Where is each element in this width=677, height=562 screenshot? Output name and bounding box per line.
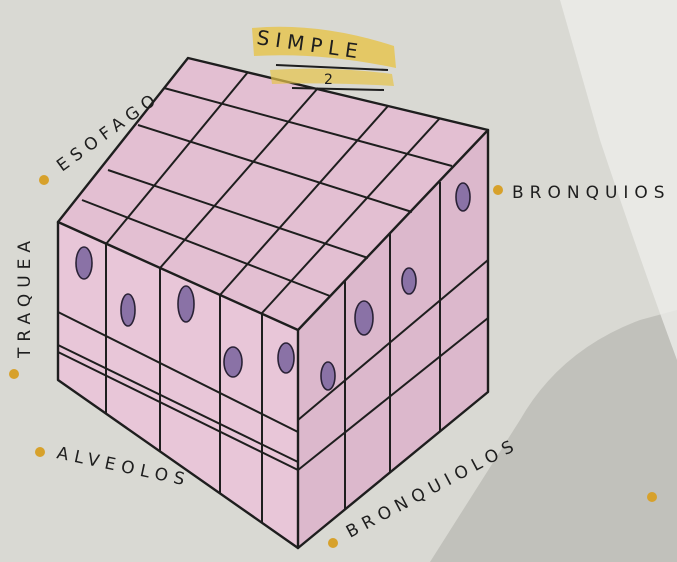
bullet-dot — [493, 185, 503, 195]
bullet-dot — [647, 492, 657, 502]
nucleus — [278, 343, 294, 373]
label-traquea-text: TRAQUEA — [15, 235, 35, 359]
bullet-dot — [328, 538, 338, 548]
nucleus — [224, 347, 242, 377]
nucleus — [355, 301, 373, 335]
bullet-dot — [35, 447, 45, 457]
nucleus — [178, 286, 194, 322]
nucleus — [321, 362, 335, 390]
nucleus — [121, 294, 135, 326]
label-bronquios: BRONQUIOS — [493, 183, 671, 203]
bullet-dot — [9, 369, 19, 379]
bullet-dot — [39, 175, 49, 185]
nucleus — [76, 247, 92, 279]
nucleus — [456, 183, 470, 211]
title-subscript: 2 — [324, 72, 339, 88]
label-bronquios-text: BRONQUIOS — [512, 183, 671, 203]
nucleus — [402, 268, 416, 294]
